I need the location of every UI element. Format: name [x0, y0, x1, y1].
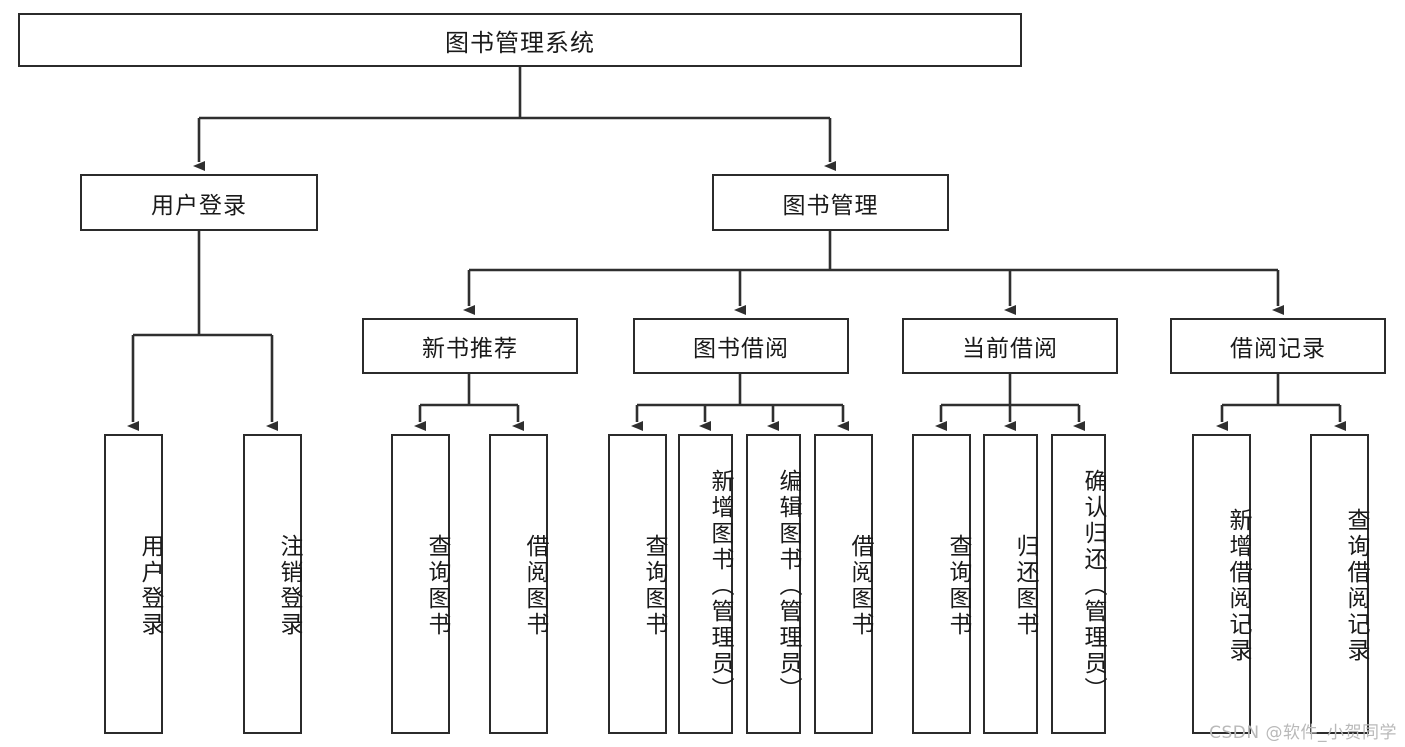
leaf-edit-book-admin[interactable]: 编辑图书（管理员）: [746, 434, 801, 734]
node-label: 新增图书（管理员）: [707, 469, 733, 703]
node-label: 图书借阅: [693, 336, 789, 362]
leaf-confirm-return-admin[interactable]: 确认归还（管理员）: [1051, 434, 1106, 734]
node-label: 归还图书: [1012, 534, 1038, 638]
leaf-add-borrow-record[interactable]: 新增借阅记录: [1192, 434, 1251, 734]
node-label: 图书管理系统: [445, 28, 595, 57]
csdn-watermark: CSDN @软件_小贺同学: [1209, 723, 1397, 743]
leaf-query-book-current[interactable]: 查询图书: [912, 434, 971, 734]
node-label: 确认归还（管理员）: [1080, 469, 1106, 703]
node-book-management[interactable]: 图书管理: [712, 174, 949, 231]
node-label: 查询图书: [945, 534, 971, 638]
node-label: 查询图书: [641, 534, 667, 638]
node-label: 用户登录: [137, 534, 163, 638]
leaf-query-book-recommend[interactable]: 查询图书: [391, 434, 450, 734]
node-label: 新增借阅记录: [1225, 508, 1251, 664]
node-current-borrow[interactable]: 当前借阅: [902, 318, 1118, 374]
node-label: 查询图书: [424, 534, 450, 638]
node-book-borrow[interactable]: 图书借阅: [633, 318, 849, 374]
node-label: 注销登录: [276, 534, 302, 638]
node-label: 新书推荐: [422, 336, 518, 362]
node-borrow-records[interactable]: 借阅记录: [1170, 318, 1386, 374]
leaf-query-book-borrow[interactable]: 查询图书: [608, 434, 667, 734]
node-user-login[interactable]: 用户登录: [80, 174, 318, 231]
leaf-borrow-book[interactable]: 借阅图书: [814, 434, 873, 734]
leaf-add-book-admin[interactable]: 新增图书（管理员）: [678, 434, 733, 734]
node-new-book-recommend[interactable]: 新书推荐: [362, 318, 578, 374]
leaf-user-logout[interactable]: 注销登录: [243, 434, 302, 734]
node-label: 图书管理: [782, 192, 879, 219]
node-label: 用户登录: [151, 192, 247, 219]
node-label: 当前借阅: [962, 336, 1058, 362]
node-label: 查询借阅记录: [1343, 508, 1369, 664]
node-label: 借阅图书: [847, 534, 873, 638]
node-root[interactable]: 图书管理系统: [18, 13, 1022, 67]
node-label: 借阅图书: [522, 534, 548, 638]
node-label: 借阅记录: [1230, 336, 1326, 362]
node-label: 编辑图书（管理员）: [775, 469, 801, 703]
leaf-user-login[interactable]: 用户登录: [104, 434, 163, 734]
leaf-borrow-book-recommend[interactable]: 借阅图书: [489, 434, 548, 734]
leaf-query-borrow-record[interactable]: 查询借阅记录: [1310, 434, 1369, 734]
leaf-return-book[interactable]: 归还图书: [983, 434, 1038, 734]
